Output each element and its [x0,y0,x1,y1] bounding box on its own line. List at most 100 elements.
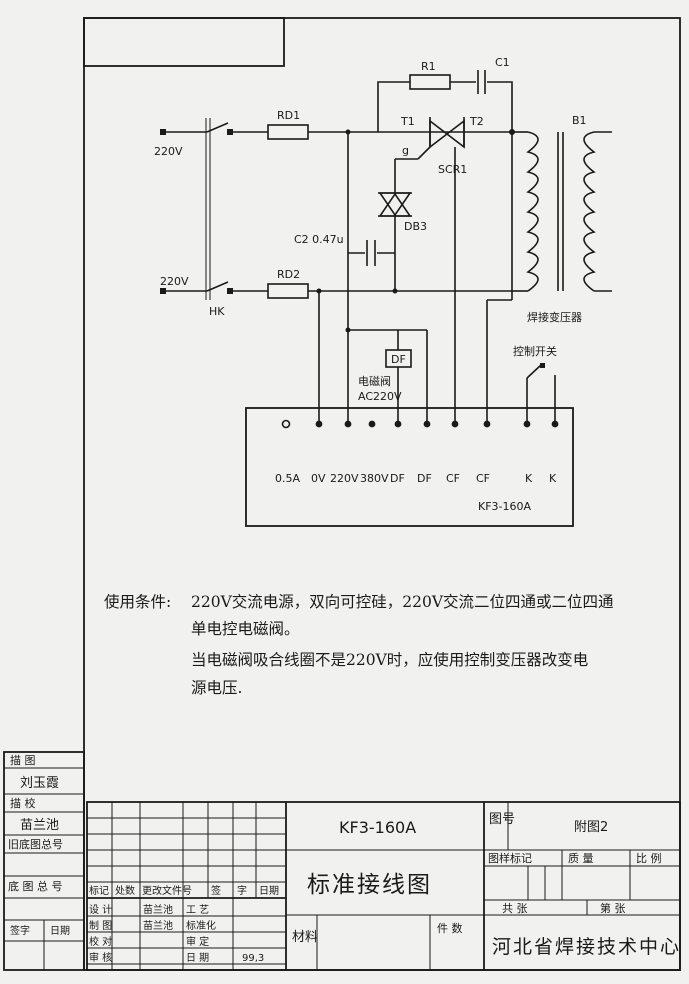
terminal-point [394,420,402,428]
diac-label: DB3 [404,220,427,233]
knife-switch-hk [166,118,233,300]
terminal-t1-label: T1 [400,115,415,128]
revision-header-cell: 更改文件号 [142,884,192,897]
notes-label: 使用条件: [104,593,171,611]
drawing-no: 附图2 [574,820,608,835]
revision-header-cell: 日期 [259,885,279,897]
terminal-point [523,420,531,428]
capacitor-c1-label: C1 [495,56,510,69]
date-label-left: 日期 [50,925,70,937]
supply-bottom-terminal [160,288,166,294]
audit-label: 审 定 [186,935,209,948]
supply-top-label: 220V [154,145,183,158]
solenoid-name: 电磁阀 [358,374,391,388]
drawn-by-label: 描 图 [10,753,36,767]
sheet-no-label: 第 张 [600,901,626,915]
designer-name: 苗兰池 [143,903,173,916]
organization-name: 河北省焊接技术中心 [492,936,681,958]
terminal-point [315,420,323,428]
sign-label: 签字 [10,924,30,937]
total-sheets-label: 共 张 [502,902,528,915]
terminal-label: 380V [360,472,389,485]
terminal-point [344,420,352,428]
date-label: 日 期 [186,952,209,964]
controller-box [245,407,574,527]
triac-label: SCR1 [438,163,467,176]
base-number-label: 底 图 总 号 [8,879,63,893]
solenoid-voltage: AC220V [358,390,402,403]
terminal-label: DF [417,472,432,485]
switch-label: HK [209,305,225,318]
transformer-name: 焊接变压器 [527,310,582,324]
resistor-r1 [409,74,451,90]
material-label: 材料 [292,930,318,945]
supply-bottom-label: 220V [160,275,189,288]
proof-label: 校 对 [89,935,112,948]
notes-line-2: 单电控电磁阀。 [191,620,300,638]
drawing-title: 标准接线图 [307,872,432,898]
schematic: 220V 220V HK RD1 RD2 R1 C1 [154,56,612,527]
scale-label: 比 例 [636,851,662,865]
terminal-label: 0.5A [275,472,300,485]
resistor-r1-label: R1 [421,60,436,73]
revision-header-cell: 标记 [89,885,109,897]
terminal-point [451,420,459,428]
terminal-label: K [525,472,533,485]
terminal-point [368,420,376,428]
drawer2-name: 苗兰池 [143,919,173,932]
terminal-point [423,420,431,428]
terminal-point [483,420,491,428]
left-strip: 描 图 刘玉霞 描 校 苗兰池 旧底图总号 底 图 总 号 签字 日期 [3,751,85,971]
revision-header: 标记处数更改文件号 签 字日期 [89,884,279,897]
supply-top-terminal [160,129,166,135]
craft-label: 工 艺 [186,904,209,916]
checked-by-label: 描 校 [10,796,36,810]
revision-grid [87,802,286,970]
triac-scr1 [417,117,465,160]
date-value: 99,3 [242,953,264,964]
notes-line-4: 源电压. [191,679,242,697]
fuse-rd2-label: RD2 [277,268,300,281]
terminal-label: DF [390,472,405,485]
transformer-label: B1 [572,114,587,127]
design-label: 设 计 [89,903,112,916]
terminal-point [281,419,291,429]
drawing-no-label: 图号 [489,812,515,827]
review-label: 审 核 [89,951,112,964]
terminal-label: CF [446,472,460,485]
solenoid-label: DF [391,353,406,366]
terminal-label: K [549,472,557,485]
notes-line-1: 220V交流电源，双向可控硅，220V交流二位四通或二位四通 [191,593,614,611]
revision-header-cell: 字 [237,884,247,897]
fuse-rd1-label: RD1 [277,109,300,122]
controller-model: KF3-160A [478,500,532,513]
terminal-label: CF [476,472,490,485]
capacitor-c2-label: C2 0.47u [294,233,344,246]
control-switch [526,363,556,422]
fuse-rd1 [267,124,309,140]
control-switch-label: 控制开关 [513,344,557,358]
old-number-label: 旧底图总号 [8,837,63,851]
revision-header-cell: 处数 [115,884,135,897]
terminal-t2-label: T2 [469,115,484,128]
usage-notes: 使用条件: 220V交流电源，双向可控硅，220V交流二位四通或二位四通 单电控… [104,593,614,697]
title-model: KF3-160A [339,818,416,837]
title-block: 标记处数更改文件号 签 字日期 设 计 苗兰池 工 艺 制 图 苗兰池 标准化 校 … [86,801,681,971]
fuse-rd2 [267,283,309,299]
stage-mark-label: 图样标记 [488,851,532,865]
std-label: 标准化 [186,919,216,932]
transformer-b1 [512,131,612,292]
notes-line-3: 当电磁阀吸合线圈不是220V时，应使用控制变压器改变电 [191,650,588,669]
drawer-name: 刘玉霞 [20,776,59,791]
weight-label: 质 量 [568,852,594,865]
terminal-label: 220V [330,472,359,485]
draw-label: 制 图 [89,919,112,932]
terminal-point [551,420,559,428]
revision-header-cell: 签 [211,884,221,897]
gate-label: g [402,144,409,157]
terminal-label: 0V [311,472,326,485]
diac-db3 [378,192,412,217]
